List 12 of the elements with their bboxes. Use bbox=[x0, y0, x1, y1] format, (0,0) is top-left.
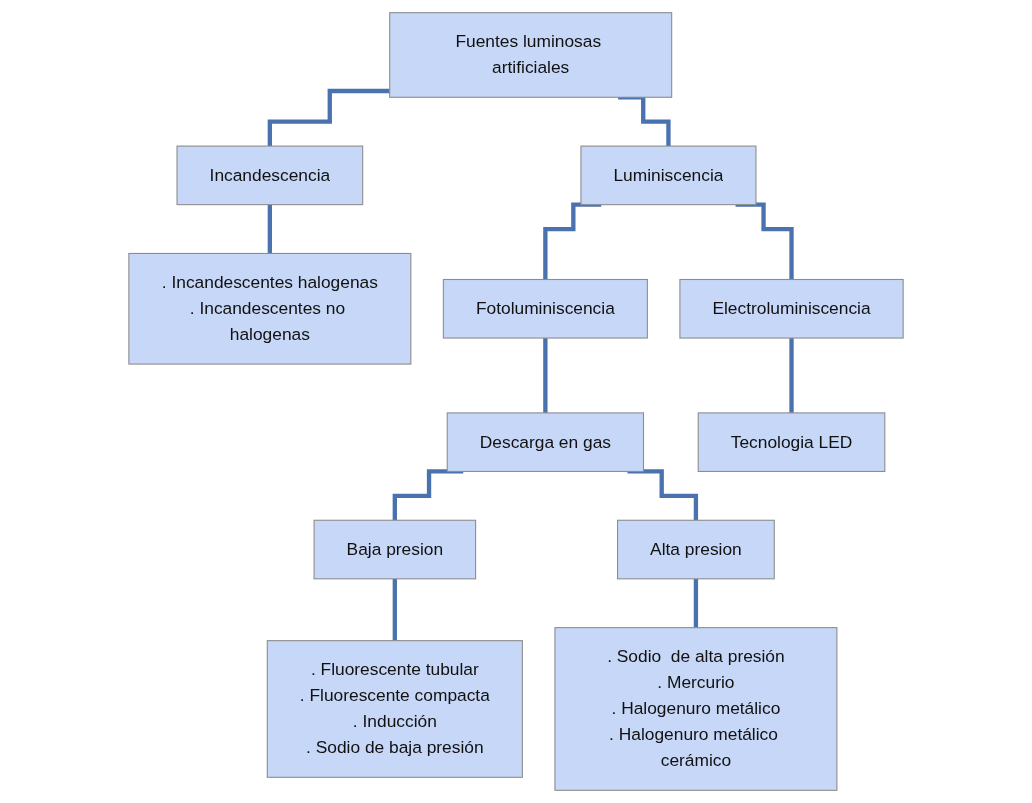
node-box: Baja presion bbox=[313, 519, 477, 580]
node-box: . Fluorescente tubular . Fluorescente compacta . Inducción . Sodio de baja presión bbox=[266, 640, 523, 778]
node-box: Alta presion bbox=[617, 519, 775, 580]
node-box: Luminiscencia bbox=[580, 145, 757, 206]
node-box: Incandescencia bbox=[176, 145, 364, 206]
node-box: Fotoluminiscencia bbox=[442, 278, 648, 339]
node-box: Descarga en gas bbox=[446, 412, 645, 472]
node-box: Tecnologia LED bbox=[697, 412, 886, 472]
node-box: Fuentes luminosas artificiales bbox=[389, 12, 673, 98]
node-box: Electroluminiscencia bbox=[679, 278, 904, 339]
node-box: . Sodio de alta presión . Mercurio . Halogenuro metálico . Halogenuro metálico cerámico bbox=[554, 627, 838, 791]
node-box: . Incandescentes halogenas . Incandescentes no halogenas bbox=[128, 252, 412, 365]
